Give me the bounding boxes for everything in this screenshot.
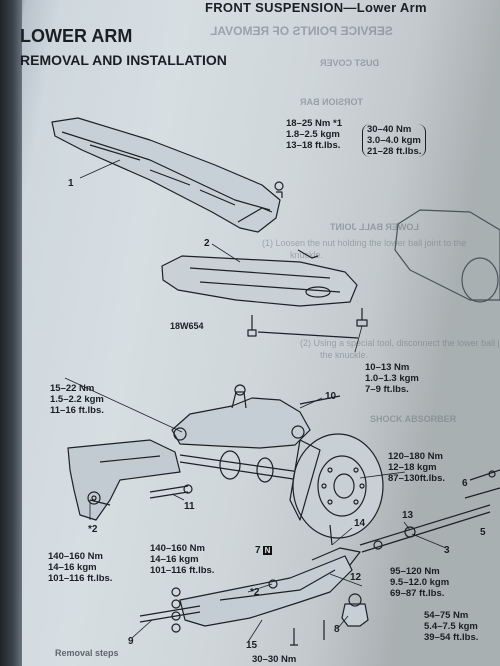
bleed-text: (2) Using a special tool, disconnect the…	[300, 338, 500, 348]
callout-1: 1	[68, 178, 74, 189]
spec-line: 95–120 Nm	[390, 566, 440, 577]
spec-line: 120–180 Nm	[388, 451, 443, 462]
torque-spec-tie-rod: 95–120 Nm 9.5–12.0 kgm 69–87 ft.lbs.	[390, 566, 449, 599]
spec-line: 1.5–2.2 kgm	[50, 394, 104, 405]
callout-13: 13	[402, 510, 414, 521]
spec-line: 101–116 ft.lbs.	[48, 573, 113, 584]
figure-code: 18W654	[170, 321, 204, 331]
page-title: LOWER ARM	[20, 26, 133, 46]
torque-spec-bottom: 30–30 Nm	[252, 654, 297, 665]
callout-2: 2	[204, 238, 210, 249]
spec-line: 14–16 kgm	[150, 554, 199, 565]
torque-spec-top: 18–25 Nm *1 1.8–2.5 kgm 13–18 ft.lbs.	[286, 118, 342, 151]
callout-9: 9	[128, 636, 134, 647]
n-badge: N	[262, 546, 273, 555]
plate-part	[161, 255, 358, 307]
spec-marker: *1	[333, 118, 342, 129]
bleed-text: (1) Loosen the nut holding the lower bal…	[262, 238, 467, 248]
spec-line: 18–25 Nm	[286, 118, 331, 129]
torque-spec-plate: 10–13 Nm 1.0–1.3 kgm 7–9 ft.lbs.	[365, 362, 419, 395]
lower-arm-part	[179, 555, 353, 627]
spec-line: 14–16 kgm	[48, 562, 97, 573]
torque-spec-lower-mid: 140–160 Nm 14–16 kgm 101–116 ft.lbs.	[150, 543, 214, 576]
spec-line: 12–18 kgm	[388, 462, 437, 473]
torque-spec-hub: 120–180 Nm 12–18 kgm 87–130ft.lbs.	[388, 451, 445, 484]
spec-line: 21–28 ft.lbs.	[367, 146, 422, 157]
section-header: FRONT SUSPENSION—Lower Arm	[205, 0, 427, 15]
spec-line: 101–116 ft.lbs.	[150, 565, 215, 576]
spec-line: 54–75 Nm	[424, 610, 469, 621]
spec-line: 9.5–12.0 kgm	[390, 577, 450, 588]
callout-5: 5	[480, 527, 486, 538]
bleed-text: SHOCK ABSORBER	[370, 414, 457, 424]
spec-line: 10–13 Nm	[365, 362, 410, 373]
spec-line: 87–130ft.lbs.	[388, 473, 446, 484]
book-spine	[0, 0, 22, 666]
spec-line: 140–160 Nm	[150, 543, 205, 554]
brake-disc-part	[292, 433, 384, 539]
callout-14: 14	[354, 518, 366, 529]
bleed-text-bottom: Removal steps	[55, 648, 119, 658]
spec-line: 7–9 ft.lbs.	[365, 384, 409, 395]
upper-arm-part	[171, 397, 311, 449]
spec-line: 5.4–7.5 kgm	[424, 621, 478, 632]
spec-line: 15–22 Nm	[50, 383, 95, 394]
spec-line: 1.0–1.3 kgm	[365, 373, 419, 384]
torque-spec-ball-joint: 54–75 Nm 5.4–7.5 kgm 39–54 ft.lbs.	[424, 610, 478, 643]
spec-line: 11–16 ft.lbs.	[50, 405, 104, 416]
spec-line: 18–25 Nm *1	[286, 118, 342, 129]
spec-line: 39–54 ft.lbs.	[424, 632, 479, 643]
callout-3: 3	[444, 545, 450, 556]
bleed-text: the knuckle.	[320, 350, 369, 360]
callout-6: 6	[462, 478, 468, 489]
spec-line: 1.8–2.5 kgm	[286, 129, 340, 140]
spec-line: 13–18 ft.lbs.	[286, 140, 341, 151]
page-subtitle: REMOVAL AND INSTALLATION	[20, 52, 227, 68]
torque-spec-upper-left: 15–22 Nm 1.5–2.2 kgm 11–16 ft.lbs.	[50, 383, 104, 416]
spec-line: 3.0–4.0 kgm	[367, 135, 421, 146]
callout-8: 8	[334, 624, 340, 635]
callout-10: 10	[325, 391, 337, 402]
callout-12: 12	[350, 572, 362, 583]
spec-line: 30–40 Nm	[367, 124, 412, 135]
callout-star-2-mid: *2	[250, 587, 260, 598]
torque-spec-lower-left: 140–160 Nm 14–16 kgm 101–116 ft.lbs.	[48, 551, 112, 584]
spec-line: 69–87 ft.lbs.	[390, 588, 445, 599]
callout-11: 11	[184, 501, 195, 512]
callout-15: 15	[246, 640, 258, 651]
spec-line: 140–160 Nm	[48, 551, 103, 562]
torque-spec-top-alt: 30–40 Nm 3.0–4.0 kgm 21–28 ft.lbs.	[362, 124, 427, 157]
callout-7-label: 7	[255, 545, 261, 556]
callout-star-2-left: *2	[88, 524, 98, 535]
